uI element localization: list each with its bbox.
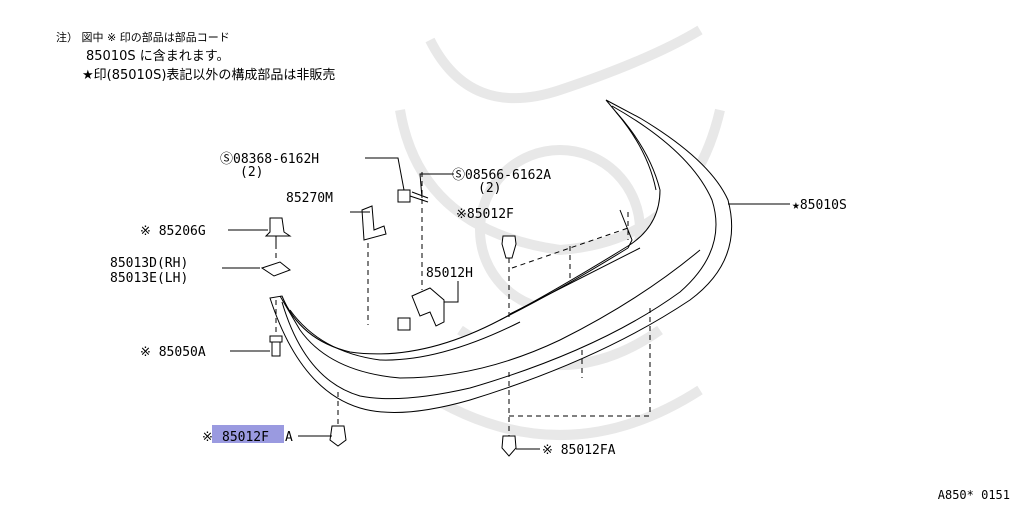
label-85012f: ※85012F <box>456 207 514 222</box>
label-85050a: ※ 85050A <box>140 345 206 360</box>
rear-bumper-cover <box>269 99 733 413</box>
note-line-1: 注） 図中 ※ 印の部品は部品コード <box>56 31 230 44</box>
clip-85012fa-right <box>501 435 517 457</box>
assembly-guide-lines <box>275 172 651 436</box>
label-85206g: ※ 85206G <box>140 224 206 239</box>
label-85010s: ★85010S <box>792 198 847 213</box>
label-85013e-lh: 85013E(LH) <box>110 271 188 286</box>
note-line-2: 85010S に含まれます。 <box>86 49 230 64</box>
diagram-code: A850* 0151 <box>937 488 1010 502</box>
clip-85012fa-left <box>329 425 347 447</box>
bolt-08368 <box>397 189 429 203</box>
part-labels: Ⓢ08368-6162H (2) Ⓢ08566-6162A (2) 85270M… <box>110 152 847 458</box>
bracket-85012h <box>397 287 445 331</box>
label-08368-qty: (2) <box>240 165 263 180</box>
label-85013d-rh: 85013D(RH) <box>110 256 188 271</box>
note-line-3: ★印(85010S)表記以外の構成部品は非販売 <box>82 68 336 83</box>
label-85012fa-left[interactable]: 85012F <box>222 430 269 445</box>
highlight-85012fa <box>212 425 284 443</box>
label-85012fa-right: ※ 85012FA <box>542 443 616 458</box>
label-08368-6162h: Ⓢ08368-6162H <box>220 152 319 167</box>
label-85012h: 85012H <box>426 266 473 281</box>
clip-85013 <box>260 261 291 277</box>
clip-85012f <box>501 235 517 259</box>
bolt-85050a <box>269 335 283 357</box>
label-85270m: 85270M <box>286 191 333 206</box>
bracket-85270m <box>361 205 387 241</box>
clip-85206g <box>264 217 292 244</box>
leader-lines <box>222 157 790 450</box>
parts-note: 注） 図中 ※ 印の部品は部品コード 85010S に含まれます。 ★印(850… <box>56 28 335 85</box>
label-85012fa-left-suffix: A <box>285 430 293 445</box>
label-08566-6162a: Ⓢ08566-6162A <box>452 168 551 183</box>
label-85012fa-left-mark: ※ <box>202 430 213 445</box>
label-08566-qty: (2) <box>478 181 501 196</box>
